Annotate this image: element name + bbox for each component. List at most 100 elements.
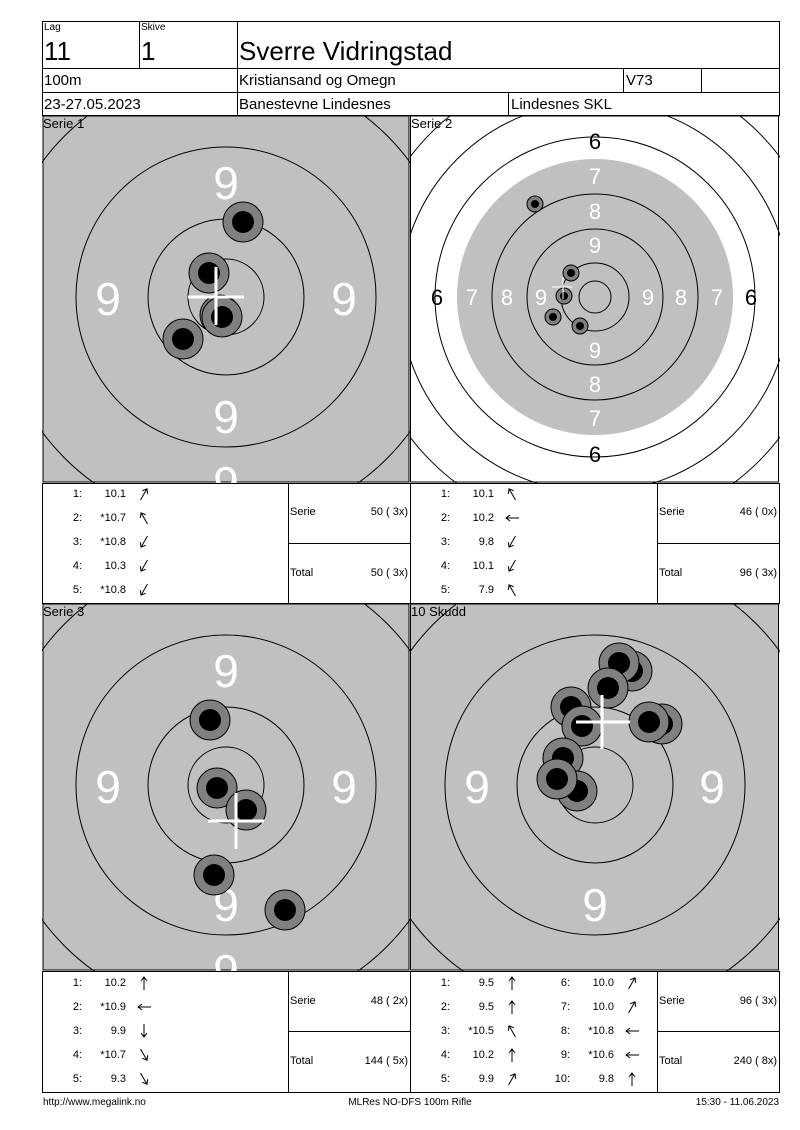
skive-value: 1: [141, 36, 156, 66]
shot-value: 9.8: [598, 1073, 614, 1085]
shot-number: 4:: [440, 1049, 450, 1061]
target-serie-1: 9 9 9 9 9: [42, 115, 410, 483]
ring-label: 9: [213, 157, 239, 209]
total-label: Total: [290, 567, 314, 579]
direction-arrow-icon: [140, 1048, 149, 1061]
direction-arrow-icon: [505, 514, 519, 522]
shot-value: 10.2: [104, 977, 126, 989]
footer-software: MLRes NO-DFS 100m Rifle: [348, 1097, 472, 1108]
ring-label: 9: [699, 761, 725, 813]
shot-number: 6:: [560, 977, 570, 989]
ring-label: 9: [331, 761, 357, 813]
direction-arrow-icon: [507, 559, 516, 572]
panel-title: Serie 2: [411, 116, 453, 131]
ring-label: 8: [675, 285, 687, 310]
panel-title: 10 Skudd: [411, 604, 466, 619]
direction-arrow-icon: [508, 976, 516, 990]
shot-number: 3:: [72, 536, 82, 548]
shot-value: 9.5: [478, 1001, 494, 1013]
total-score: 96 ( 3x): [739, 567, 777, 579]
ring-label: 9: [213, 391, 239, 443]
shot-number: 8:: [560, 1025, 570, 1037]
target-serie-3: 9 9 9 9 9: [42, 603, 410, 971]
direction-arrow-icon: [507, 1025, 516, 1038]
serie-label: Serie: [659, 995, 685, 1007]
shot-number: 1:: [72, 488, 82, 500]
shot-value: 10.3: [104, 560, 126, 572]
lag-value: 11: [44, 36, 71, 66]
total-label: Total: [659, 567, 683, 579]
direction-arrow-icon: [508, 1048, 516, 1062]
ring-label: 9: [213, 945, 239, 971]
ring-label: 9: [331, 273, 357, 325]
shot-number: 3:: [440, 1025, 450, 1037]
panel-title: Serie 1: [43, 116, 85, 131]
serie-label: Serie: [659, 506, 685, 518]
shot-value: *10.9: [100, 1001, 126, 1013]
ring-label: 9: [582, 879, 608, 931]
organizer: Lindesnes SKL: [511, 96, 612, 113]
ring-label: 7: [589, 164, 601, 189]
target-serie-2: 6 6 6 6 7 7 7 7 8 8 8 8 9 9 9 9: [410, 115, 780, 483]
shot-value: 10.1: [472, 560, 494, 572]
shot-value: 10.2: [472, 512, 494, 524]
shot-value: 10.0: [592, 1001, 614, 1013]
ring-label: 9: [464, 761, 490, 813]
direction-arrow-icon: [628, 1072, 636, 1086]
ring-label: 6: [589, 442, 601, 467]
ring-label: 9: [589, 233, 601, 258]
shot-value: 9.5: [478, 977, 494, 989]
direction-arrow-icon: [140, 488, 149, 501]
ring-label: 6: [589, 129, 601, 154]
lag-label: Lag: [44, 22, 61, 33]
total-label: Total: [290, 1055, 314, 1067]
direction-arrow-icon: [628, 1001, 637, 1014]
shot-number: 5:: [72, 1073, 82, 1085]
direction-arrow-icon: [508, 1073, 517, 1086]
ring-label: 7: [711, 285, 723, 310]
shot-value: 7.9: [478, 584, 494, 596]
group-center-cross: [576, 695, 630, 749]
ring-label: 9: [213, 457, 239, 483]
serie-score: 46 ( 0x): [739, 506, 777, 518]
shot-number: 4:: [72, 1049, 82, 1061]
target-10-skudd: 9 9 9 9: [410, 603, 780, 971]
shot-number: 10:: [554, 1073, 570, 1085]
direction-arrow-icon: [139, 583, 148, 596]
event-name: Banestevne Lindesnes: [239, 96, 391, 113]
ring-label: 7: [466, 285, 478, 310]
total-score: 50 ( 3x): [370, 567, 408, 579]
group-center-cross: [188, 267, 244, 325]
direction-arrow-icon: [140, 1024, 148, 1038]
ring-label: 9: [642, 285, 654, 310]
shot-number: 1:: [440, 488, 450, 500]
ring-label: 9: [95, 761, 121, 813]
shot-number: 4:: [440, 560, 450, 572]
distance: 100m: [44, 72, 82, 89]
shot-number: 2:: [72, 512, 82, 524]
footer-url[interactable]: http://www.megalink.no: [43, 1097, 146, 1108]
direction-arrow-icon: [140, 1072, 149, 1085]
shot-value: 10.1: [104, 488, 126, 500]
serie-score: 48 ( 2x): [370, 995, 408, 1007]
shot-number: 2:: [72, 1001, 82, 1013]
shot-number: 5:: [440, 584, 450, 596]
serie-score: 96 ( 3x): [739, 995, 777, 1007]
shot-value: *10.7: [100, 512, 126, 524]
shot-value: *10.8: [100, 584, 126, 596]
shot-value: *10.6: [588, 1049, 614, 1061]
shot-holes: [162, 201, 264, 360]
direction-arrow-icon: [137, 1003, 151, 1011]
direction-arrow-icon: [507, 488, 516, 501]
shot-number: 2:: [440, 1001, 450, 1013]
shot-value: 9.8: [478, 536, 494, 548]
ring-label: 8: [501, 285, 513, 310]
serie-label: Serie: [290, 995, 316, 1007]
ring-label: 9: [589, 338, 601, 363]
shot-value: 10.1: [472, 488, 494, 500]
direction-arrow-icon: [139, 535, 148, 548]
serie-label: Serie: [290, 506, 316, 518]
group-center-cross: [552, 277, 572, 299]
shot-value: *10.8: [588, 1025, 614, 1037]
direction-arrow-icon: [508, 1000, 516, 1014]
